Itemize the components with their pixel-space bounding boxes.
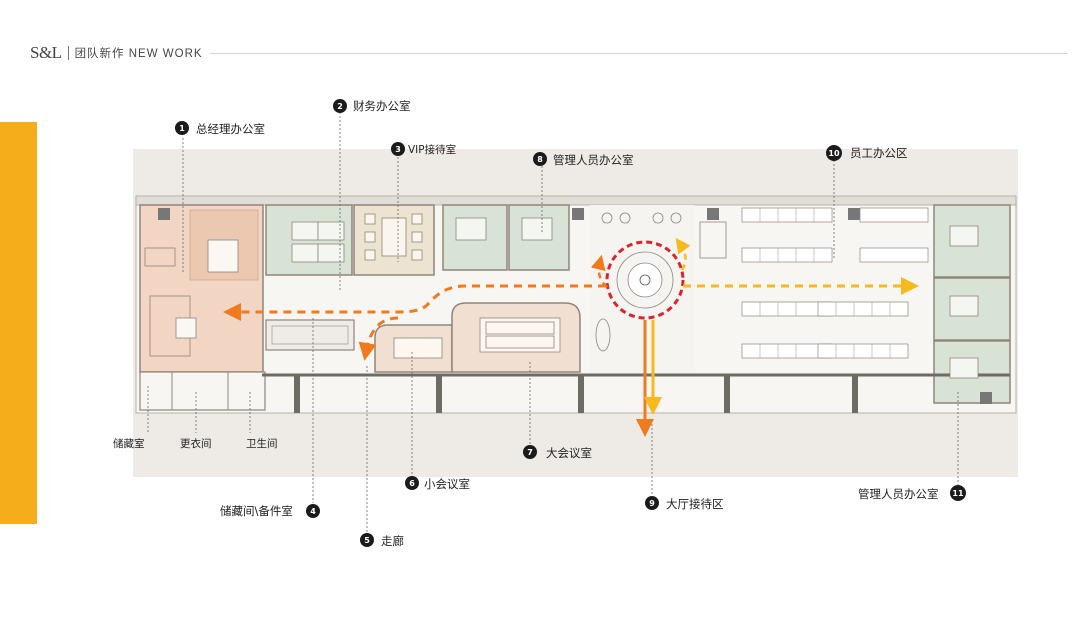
room-number-badge	[306, 504, 320, 518]
reception-lounge-chairs	[595, 212, 682, 352]
room-label: 储藏间\备件室	[220, 504, 293, 518]
room-label-8: 8 管理人员办公室	[533, 152, 634, 167]
column-2	[436, 375, 442, 413]
pillar-e	[980, 392, 992, 404]
room-number-badge	[360, 533, 374, 547]
room-number-badge	[826, 145, 842, 161]
room-label-2: 2 财务办公室	[333, 99, 411, 113]
leader-lines	[147, 112, 959, 532]
room-number: 6	[409, 479, 415, 488]
room-number: 11	[952, 489, 964, 498]
room-label-7: 7 大会议室	[523, 445, 592, 460]
room-number-badge	[645, 496, 659, 510]
room-number: 8	[537, 155, 543, 164]
room-number: 5	[364, 536, 370, 545]
room-number: 2	[337, 102, 343, 111]
room-label: VIP接待室	[408, 143, 456, 156]
path-to-small-meeting	[358, 316, 399, 361]
room-number-badge	[533, 152, 547, 166]
room-label: 大会议室	[546, 446, 592, 460]
column-5	[852, 375, 858, 413]
reception-center-icon	[639, 274, 651, 286]
room-label-9: 9 大厅接待区	[645, 496, 724, 511]
reception-ring	[605, 240, 685, 320]
changing-room-label: 更衣间	[180, 437, 212, 450]
room-number-badge	[405, 476, 419, 490]
room-number-badge	[175, 121, 189, 135]
column-4	[724, 375, 730, 413]
gm-shelf	[144, 247, 176, 267]
room-number: 7	[527, 448, 533, 457]
room-number: 1	[179, 124, 185, 133]
room-label: 管理人员办公室	[858, 487, 939, 501]
accent-bar	[0, 122, 37, 524]
finance-desks	[291, 221, 345, 263]
pillar-b	[572, 208, 584, 220]
right-office-desks	[949, 225, 979, 379]
storage-room	[265, 319, 355, 351]
room-label-4: 储藏间\备件室 4	[220, 504, 320, 518]
service-rooms	[139, 371, 266, 411]
column-3	[578, 375, 584, 413]
large-meeting-table	[479, 317, 561, 353]
column-1	[294, 375, 300, 413]
storage-sofa	[271, 325, 349, 345]
room-label: 管理人员办公室	[553, 153, 634, 167]
room-number-badge	[950, 485, 966, 501]
small-meeting-table	[393, 337, 443, 359]
room-label-1: 1 总经理办公室	[175, 121, 265, 136]
room-number-badge	[333, 99, 347, 113]
gm-desk	[207, 239, 239, 273]
brand-logo: S&L	[30, 43, 62, 62]
pillar-d	[848, 208, 860, 220]
room-label: 总经理办公室	[196, 122, 265, 136]
room-label: 员工办公区	[850, 146, 908, 160]
header-rule	[210, 53, 1068, 54]
corridor-path-orange	[223, 284, 606, 321]
mgmt-desks-top	[455, 217, 553, 241]
staff-workstations	[741, 207, 929, 359]
pillar-c	[707, 208, 719, 220]
room-number: 3	[395, 145, 401, 154]
facade-strip	[135, 195, 1017, 206]
storage-room-label: 储藏室	[113, 437, 145, 450]
vip-seating	[364, 213, 423, 261]
path-up-left	[590, 254, 608, 288]
room-number: 4	[310, 507, 316, 516]
room-label-6: 6 小会议室	[405, 476, 470, 491]
path-up-right	[675, 237, 691, 271]
room-label-5: 5 走廊	[360, 533, 404, 548]
gm-table	[175, 317, 197, 339]
room-number: 10	[828, 149, 840, 158]
room-label-11: 管理人员办公室 11	[858, 485, 966, 501]
page-header: S&L 团队新作 NEW WORK	[30, 42, 203, 64]
pillar-a	[158, 208, 170, 220]
workstation-dividers	[759, 208, 891, 358]
header-title: 团队新作 NEW WORK	[74, 48, 203, 60]
room-number-badge	[523, 445, 537, 459]
room-label: 走廊	[381, 534, 404, 548]
header-divider	[67, 46, 69, 60]
room-label: 财务办公室	[353, 99, 411, 113]
room-label-10: 10 员工办公区	[826, 145, 908, 161]
room-label-3: 3 VIP接待室	[391, 142, 456, 156]
reception-cabinet	[699, 221, 727, 259]
room-number-badge	[391, 142, 405, 156]
room-label: 大厅接待区	[666, 497, 724, 511]
room-label: 小会议室	[424, 477, 470, 491]
restroom-label: 卫生间	[246, 437, 278, 450]
room-number: 9	[649, 499, 655, 508]
